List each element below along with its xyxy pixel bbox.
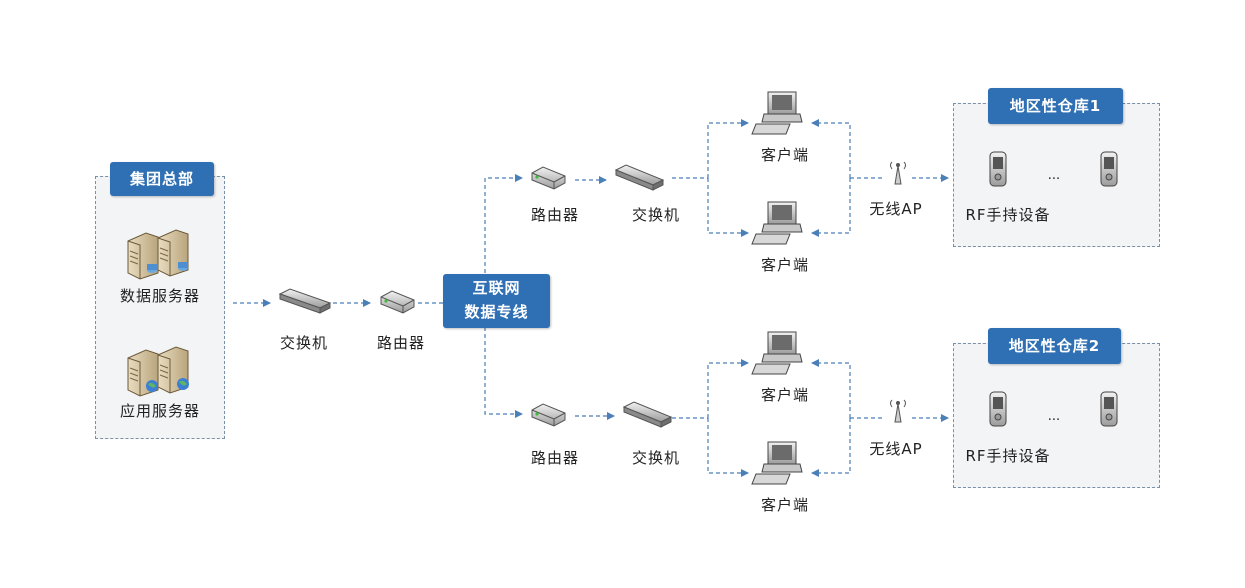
top-client-a-label: 客户端 — [760, 146, 810, 164]
internet-line-box: 互联网 数据专线 — [443, 274, 550, 328]
data-server-icon — [127, 229, 189, 280]
hq-group — [95, 176, 225, 439]
top-ellipsis: ... — [1047, 168, 1061, 183]
top-router-label: 路由器 — [530, 206, 580, 224]
bottom-switch-icon — [622, 401, 673, 428]
top-switch-icon — [614, 164, 665, 191]
bottom-ap-label: 无线AP — [869, 440, 923, 458]
bottom-ellipsis: ... — [1047, 409, 1061, 424]
bottom-switch-label: 交换机 — [631, 449, 681, 467]
client-pc-icon-top-a — [751, 91, 803, 135]
warehouse1-title: 地区性仓库1 — [988, 88, 1123, 124]
hq-switch-icon — [278, 288, 332, 314]
rf-handheld-icon-w1a — [989, 151, 1007, 187]
hq-title: 集团总部 — [110, 162, 214, 196]
top-rf-label: RF手持设备 — [965, 206, 1051, 224]
top-switch-label: 交换机 — [631, 206, 681, 224]
top-router-icon — [531, 166, 566, 190]
bottom-router-label: 路由器 — [530, 449, 580, 467]
app-server-label: 应用服务器 — [119, 402, 201, 420]
rf-handheld-icon-w2b — [1100, 391, 1118, 427]
warehouse2-group — [953, 343, 1160, 488]
client-pc-icon-bottom-a — [751, 331, 803, 375]
top-ap-label: 无线AP — [869, 200, 923, 218]
bottom-client-a-label: 客户端 — [760, 386, 810, 404]
warehouse2-title: 地区性仓库2 — [988, 328, 1121, 364]
internet-line-label-2: 数据专线 — [464, 303, 529, 321]
client-pc-icon-bottom-b — [751, 441, 803, 485]
hq-switch-label: 交换机 — [279, 334, 329, 352]
wireless-ap-icon-top — [890, 161, 906, 185]
internet-line-label-1: 互联网 — [472, 279, 521, 297]
bottom-rf-label: RF手持设备 — [965, 447, 1051, 465]
wireless-ap-icon-bottom — [890, 399, 906, 423]
client-pc-icon-top-b — [751, 201, 803, 245]
hq-router-icon — [380, 290, 415, 314]
data-server-label: 数据服务器 — [119, 287, 201, 305]
bottom-router-icon — [531, 403, 566, 427]
warehouse1-group — [953, 103, 1160, 247]
top-client-b-label: 客户端 — [760, 256, 810, 274]
hq-router-label: 路由器 — [376, 334, 426, 352]
rf-handheld-icon-w2a — [989, 391, 1007, 427]
rf-handheld-icon-w1b — [1100, 151, 1118, 187]
bottom-client-b-label: 客户端 — [760, 496, 810, 514]
app-server-icon — [127, 346, 189, 397]
